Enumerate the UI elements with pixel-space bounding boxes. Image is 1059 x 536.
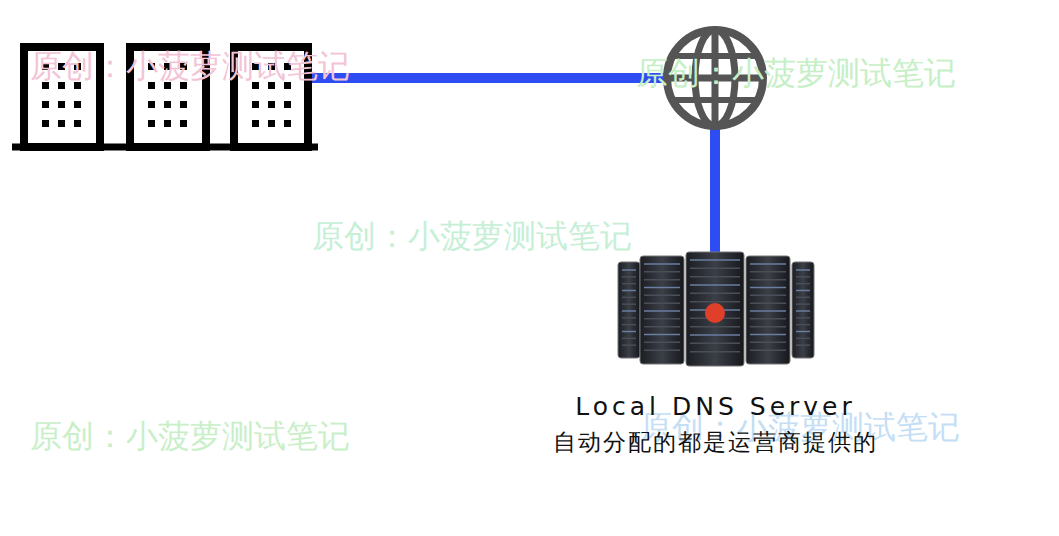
- server-rack: [616, 250, 816, 370]
- watermark: 原创：小菠萝测试笔记: [636, 52, 956, 96]
- watermark: 原创：小菠萝测试笔记: [30, 415, 350, 459]
- node-title: Local DNS Server: [553, 392, 878, 421]
- network-wire: [710, 126, 720, 258]
- watermark: 原创：小菠萝测试笔记: [30, 45, 350, 89]
- server-node: Local DNS Server 自动分配的都是运营商提供的: [553, 250, 878, 458]
- watermark: 原创：小菠萝测试笔记: [312, 215, 632, 259]
- node-note: 自动分配的都是运营商提供的: [553, 427, 878, 458]
- network-wire: [300, 73, 668, 83]
